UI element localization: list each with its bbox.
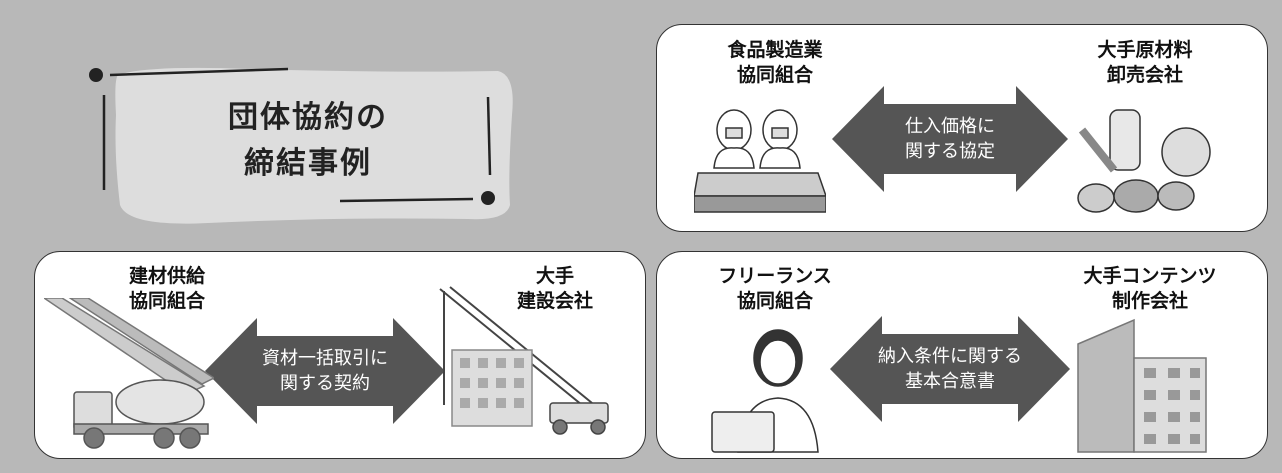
food-factory-workers-icon [694,109,826,213]
laptop-worker-icon [711,329,819,453]
case-food-right-label: 大手原材料 卸売会社 [1097,39,1193,86]
concrete-mixer-truck-icon [73,379,209,449]
title-note-shape [89,67,513,224]
steel-beams-icon [44,298,214,395]
case-food-agreement-label: 仕入価格に 関する協定 [905,116,995,162]
case-freelance-left-label: フリーランス 協同組合 [718,265,832,312]
case-construction-left-label: 建材供給 協同組合 [128,265,205,312]
office-tower-icon [1077,318,1207,453]
case-freelance-arrow [830,316,1070,422]
case-construction-agreement-label: 資材一括取引に 関する契約 [262,348,388,394]
case-food-arrow [832,86,1068,192]
case-construction-right-label: 大手 建設会社 [516,265,593,312]
case-construction-arrow [205,318,445,424]
crane-icon [439,286,609,435]
case-food-left-label: 食品製造業 協同組合 [727,39,823,86]
case-freelance-right-label: 大手コンテンツ 制作会社 [1083,265,1217,312]
page-title: 団体協約の 締結事例 [228,100,388,181]
building-icon [451,349,533,427]
raw-ingredients-icon [1077,109,1211,213]
case-freelance-agreement-label: 納入条件に関する 基本合意書 [878,346,1022,392]
